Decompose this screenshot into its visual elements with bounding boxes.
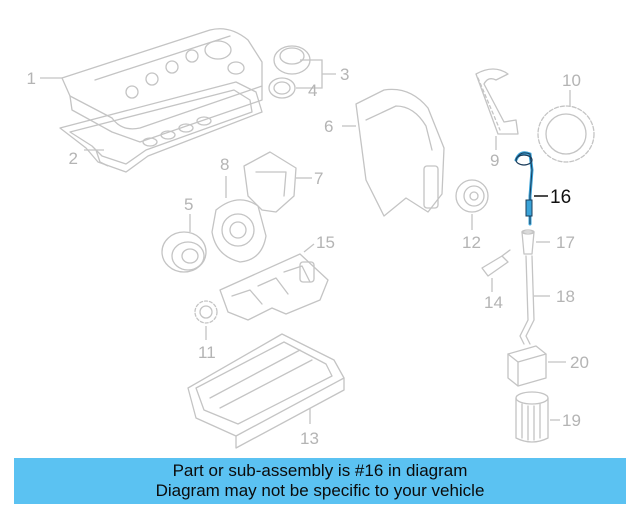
- callout-18: 18: [556, 287, 575, 306]
- callout-16: 16: [550, 187, 571, 208]
- callout-9: 9: [490, 151, 499, 170]
- callout-20: 20: [570, 353, 589, 372]
- callout-11: 11: [198, 343, 216, 362]
- callout-6: 6: [324, 117, 333, 136]
- part-2-valve-cover-gasket[interactable]: [59, 81, 263, 173]
- banner-line-2: Diagram may not be specific to your vehi…: [155, 481, 485, 500]
- part-7-engine-bracket[interactable]: [243, 151, 297, 213]
- part-19-oil-filter[interactable]: [515, 391, 549, 443]
- callout-1: 1: [27, 69, 36, 88]
- info-banner: Part or sub-assembly is #16 in diagram D…: [14, 458, 626, 504]
- part-4-cap-seal[interactable]: [268, 77, 296, 99]
- callout-10: 10: [562, 71, 581, 90]
- part-6-timing-belt-cover[interactable]: [355, 88, 445, 217]
- callout-4: 4: [308, 81, 317, 100]
- callout-17: 17: [556, 233, 575, 252]
- part-17-dipstick-funnel[interactable]: [521, 229, 535, 255]
- part-12-tensioner[interactable]: [455, 179, 489, 213]
- callout-15: 15: [316, 233, 335, 252]
- part-13-oil-pan[interactable]: [187, 333, 345, 449]
- part-14-sealant-tube[interactable]: [481, 249, 511, 277]
- callout-13: 13: [300, 429, 319, 448]
- part-5-crank-pulley[interactable]: [161, 231, 207, 273]
- callout-2: 2: [69, 149, 78, 168]
- callout-3: 3: [340, 65, 349, 84]
- callout-5: 5: [184, 195, 193, 214]
- callout-8: 8: [220, 155, 229, 174]
- part-20-oil-filter-housing[interactable]: [507, 345, 547, 387]
- callout-19: 19: [562, 411, 581, 430]
- callout-12: 12: [462, 233, 481, 252]
- part-16-dipstick-highlighted[interactable]: [514, 151, 534, 226]
- part-11-sprocket-small[interactable]: [194, 300, 218, 324]
- part-1-valve-cover[interactable]: [61, 28, 263, 143]
- callout-14: 14: [484, 293, 503, 312]
- part-18-dipstick-tube[interactable]: [519, 255, 535, 345]
- part-15-oil-pump-baffle[interactable]: [219, 253, 329, 321]
- banner-line-1: Part or sub-assembly is #16 in diagram: [172, 461, 468, 480]
- part-8-seal-flange[interactable]: [211, 199, 267, 263]
- part-10-sprocket[interactable]: [537, 105, 595, 163]
- part-9-timing-belt[interactable]: [475, 68, 519, 135]
- callout-7: 7: [314, 169, 323, 188]
- parts-diagram: 1 2 3 4 6 9 10: [27, 28, 595, 449]
